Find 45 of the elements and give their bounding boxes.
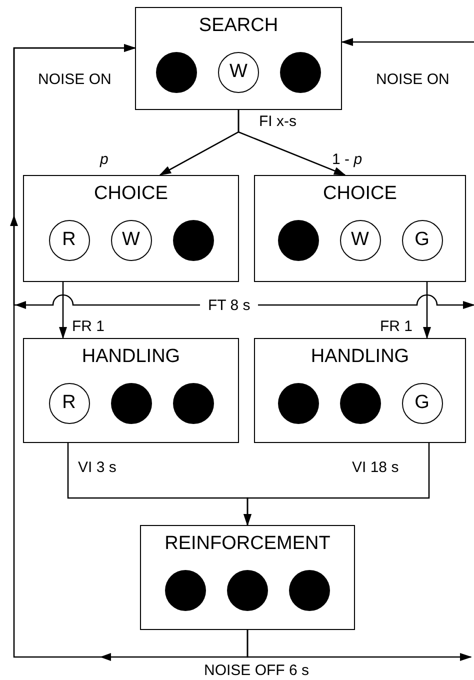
lettered-light: G xyxy=(402,220,442,261)
unlit-light xyxy=(289,570,330,611)
state-box xyxy=(254,175,466,282)
lettered-light: W xyxy=(340,220,380,261)
lettered-light: R xyxy=(48,220,90,261)
edge-label: VI 3 s xyxy=(78,458,116,478)
unlit-light xyxy=(172,220,214,261)
arrow xyxy=(13,44,474,309)
arrow xyxy=(341,38,474,46)
arrow xyxy=(423,282,431,339)
state-title: HANDLING xyxy=(82,345,180,369)
lettered-light: W xyxy=(110,220,152,261)
state-box xyxy=(135,7,342,110)
state-title: HANDLING xyxy=(310,345,410,369)
unlit-light xyxy=(280,52,321,93)
arrow xyxy=(238,110,346,176)
lettered-light: R xyxy=(48,383,90,424)
unlit-light xyxy=(278,383,318,424)
edge-label: NOISE ON xyxy=(376,70,450,90)
edge-label: NOISE ON xyxy=(38,70,112,90)
lettered-light: G xyxy=(402,383,442,424)
unlit-light xyxy=(165,570,206,611)
arrow xyxy=(244,443,430,526)
edge-label: p xyxy=(100,150,108,170)
arrow xyxy=(246,630,472,661)
edge-label: 1 - p xyxy=(332,150,362,170)
state-title: CHOICE xyxy=(94,182,168,206)
state-box xyxy=(23,175,239,282)
unlit-light xyxy=(110,383,152,424)
state-box xyxy=(140,525,355,630)
state-title: REINFORCEMENT xyxy=(164,532,330,556)
unlit-light xyxy=(278,220,318,261)
unlit-light xyxy=(227,570,268,611)
state-title: CHOICE xyxy=(323,182,397,206)
state-box xyxy=(254,338,466,443)
state-title: SEARCH xyxy=(198,14,278,38)
edge-label: FR 1 xyxy=(72,317,105,337)
unlit-light xyxy=(156,52,197,93)
unlit-light xyxy=(172,383,214,424)
unlit-light xyxy=(340,383,380,424)
lettered-light: W xyxy=(218,52,259,93)
arrow xyxy=(59,282,67,339)
edge-label: FR 1 xyxy=(380,317,413,337)
edge-label: VI 18 s xyxy=(352,458,399,478)
state-box xyxy=(23,338,239,443)
